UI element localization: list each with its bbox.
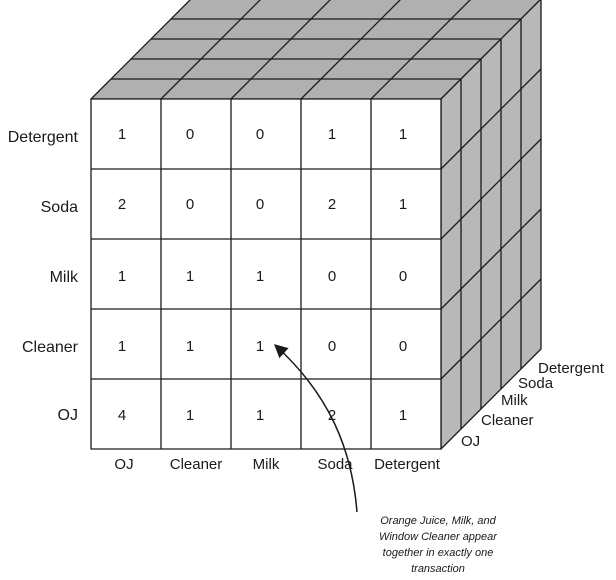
column-label-cleaner: Cleaner [170, 456, 223, 473]
cell-value-milk-soda: 0 [328, 268, 336, 285]
cell-value-cleaner-milk: 1 [256, 338, 264, 355]
cell-value-cleaner-oj: 1 [118, 338, 126, 355]
side-grid-line [440, 138, 542, 240]
cell-value-soda-milk: 0 [256, 196, 264, 213]
cell-value-cleaner-cleaner: 1 [186, 338, 194, 355]
annotation-arrow [274, 344, 358, 513]
top-grid-line [370, 0, 471, 100]
cell-value-oj-soda: 2 [328, 407, 336, 424]
top-grid-line [300, 0, 401, 100]
row-label-detergent: Detergent [8, 129, 79, 146]
depth-labels: OJ Cleaner Milk Soda Detergent [461, 360, 605, 450]
annotation-line-2: Window Cleaner appear [379, 531, 498, 543]
annotation-note: Orange Juice, Milk, and Window Cleaner a… [379, 515, 498, 575]
cell-value-milk-detergent: 0 [399, 268, 407, 285]
row-label-cleaner: Cleaner [22, 339, 79, 356]
cell-value-detergent-cleaner: 0 [186, 126, 194, 143]
depth-label-milk: Milk [501, 392, 528, 409]
depth-label-detergent: Detergent [538, 360, 605, 377]
cell-value-detergent-oj: 1 [118, 126, 126, 143]
row-labels: Detergent Soda Milk Cleaner OJ [8, 129, 79, 424]
cell-value-soda-cleaner: 0 [186, 196, 194, 213]
depth-label-soda: Soda [518, 375, 554, 392]
column-labels: OJ Cleaner Milk Soda Detergent [114, 456, 440, 473]
column-label-oj: OJ [114, 456, 133, 473]
cube-front-face [90, 98, 442, 450]
row-label-soda: Soda [41, 199, 78, 216]
cell-value-soda-oj: 2 [118, 196, 126, 213]
annotation-line-3: together in exactly one [383, 547, 494, 559]
top-grid-line [160, 0, 261, 100]
column-label-detergent: Detergent [374, 456, 441, 473]
cell-value-cleaner-soda: 0 [328, 338, 336, 355]
cell-value-milk-oj: 1 [118, 268, 126, 285]
cell-values: 1 0 0 1 1 2 0 0 2 1 1 1 1 0 0 1 1 1 0 0 4 1 1 2 1 [118, 126, 407, 424]
top-grid-line [230, 0, 331, 100]
column-label-soda: Soda [317, 456, 353, 473]
cell-value-cleaner-detergent: 0 [399, 338, 407, 355]
annotation-line-1: Orange Juice, Milk, and [380, 515, 496, 527]
cell-value-oj-milk: 1 [256, 407, 264, 424]
annotation-line-4: transaction [411, 563, 465, 575]
cell-value-soda-detergent: 1 [399, 196, 407, 213]
cell-value-milk-cleaner: 1 [186, 268, 194, 285]
cell-value-soda-soda: 2 [328, 196, 336, 213]
cell-value-oj-oj: 4 [118, 407, 126, 424]
depth-label-cleaner: Cleaner [481, 412, 534, 429]
cell-value-oj-cleaner: 1 [186, 407, 194, 424]
cell-value-milk-milk: 1 [256, 268, 264, 285]
cell-value-oj-detergent: 1 [399, 407, 407, 424]
cube-front-face-panel [90, 98, 442, 450]
cell-value-detergent-soda: 1 [328, 126, 336, 143]
side-grid-line [440, 278, 542, 380]
cube-top-face [90, 0, 541, 100]
side-grid-line [440, 68, 542, 170]
side-grid-line [440, 208, 542, 310]
column-label-milk: Milk [253, 456, 280, 473]
row-label-oj: OJ [58, 407, 78, 424]
cell-value-detergent-detergent: 1 [399, 126, 407, 143]
depth-label-oj: OJ [461, 433, 480, 450]
row-label-milk: Milk [50, 269, 79, 286]
cell-value-detergent-milk: 0 [256, 126, 264, 143]
